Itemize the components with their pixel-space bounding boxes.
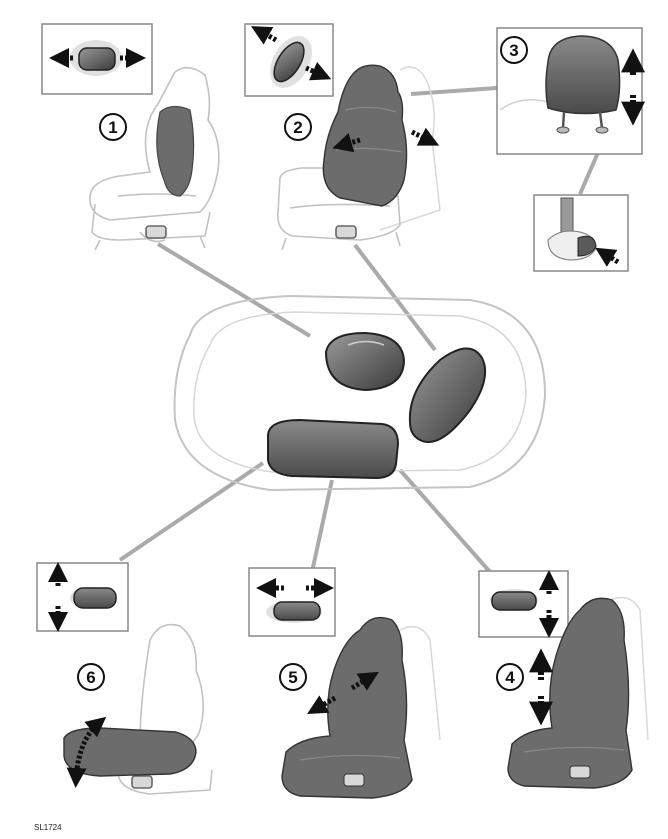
seat-icon [117, 623, 213, 795]
curved-arrow-icon [66, 716, 107, 788]
callout-5: 5 [279, 663, 307, 691]
cushion-zone [63, 727, 197, 777]
figure-code: SL1724 [34, 823, 62, 832]
svg-text:3: 3 [509, 41, 518, 60]
release-button-icon[interactable] [577, 235, 597, 257]
seat-control-panel [173, 294, 547, 492]
head-restraint-release-view [533, 194, 629, 272]
full-seat-zone [281, 616, 413, 799]
svg-text:6: 6 [86, 668, 95, 687]
seat-height-view: 4 [478, 570, 649, 789]
lumbar-zone [156, 105, 195, 197]
svg-text:5: 5 [288, 668, 297, 687]
seat-lumbar-view: 1 [41, 23, 220, 251]
head-restraint-icon [545, 35, 621, 134]
cushion-switch[interactable] [267, 418, 400, 480]
callout-1: 1 [99, 113, 127, 141]
svg-text:1: 1 [108, 118, 117, 137]
head-restraint-view: 3 [496, 27, 645, 155]
lumbar-switch[interactable] [324, 331, 406, 392]
callout-6: 6 [77, 663, 105, 691]
backrest-switch[interactable] [408, 347, 486, 443]
seat-tilt-view: 6 [36, 562, 213, 795]
double-arrow-icon [307, 671, 379, 714]
callout-3: 3 [500, 36, 528, 64]
full-seat-zone [507, 597, 633, 789]
double-arrow-icon [251, 26, 332, 81]
seat-switch-side [343, 773, 365, 787]
seat-fore-aft-view: 5 [248, 567, 441, 799]
callout-2: 2 [284, 113, 312, 141]
svg-text:4: 4 [505, 668, 515, 687]
svg-text:2: 2 [293, 118, 302, 137]
backrest-zone [322, 64, 408, 207]
seat-switch-side [569, 765, 591, 779]
seat-recline-view: 2 [244, 23, 441, 251]
seat-icon [276, 167, 401, 251]
lumbar-switch-icon [70, 40, 122, 76]
callout-4: 4 [496, 663, 524, 691]
seat-icon [89, 66, 220, 251]
backrest-switch-icon [270, 36, 312, 88]
double-arrow-icon [332, 127, 440, 153]
